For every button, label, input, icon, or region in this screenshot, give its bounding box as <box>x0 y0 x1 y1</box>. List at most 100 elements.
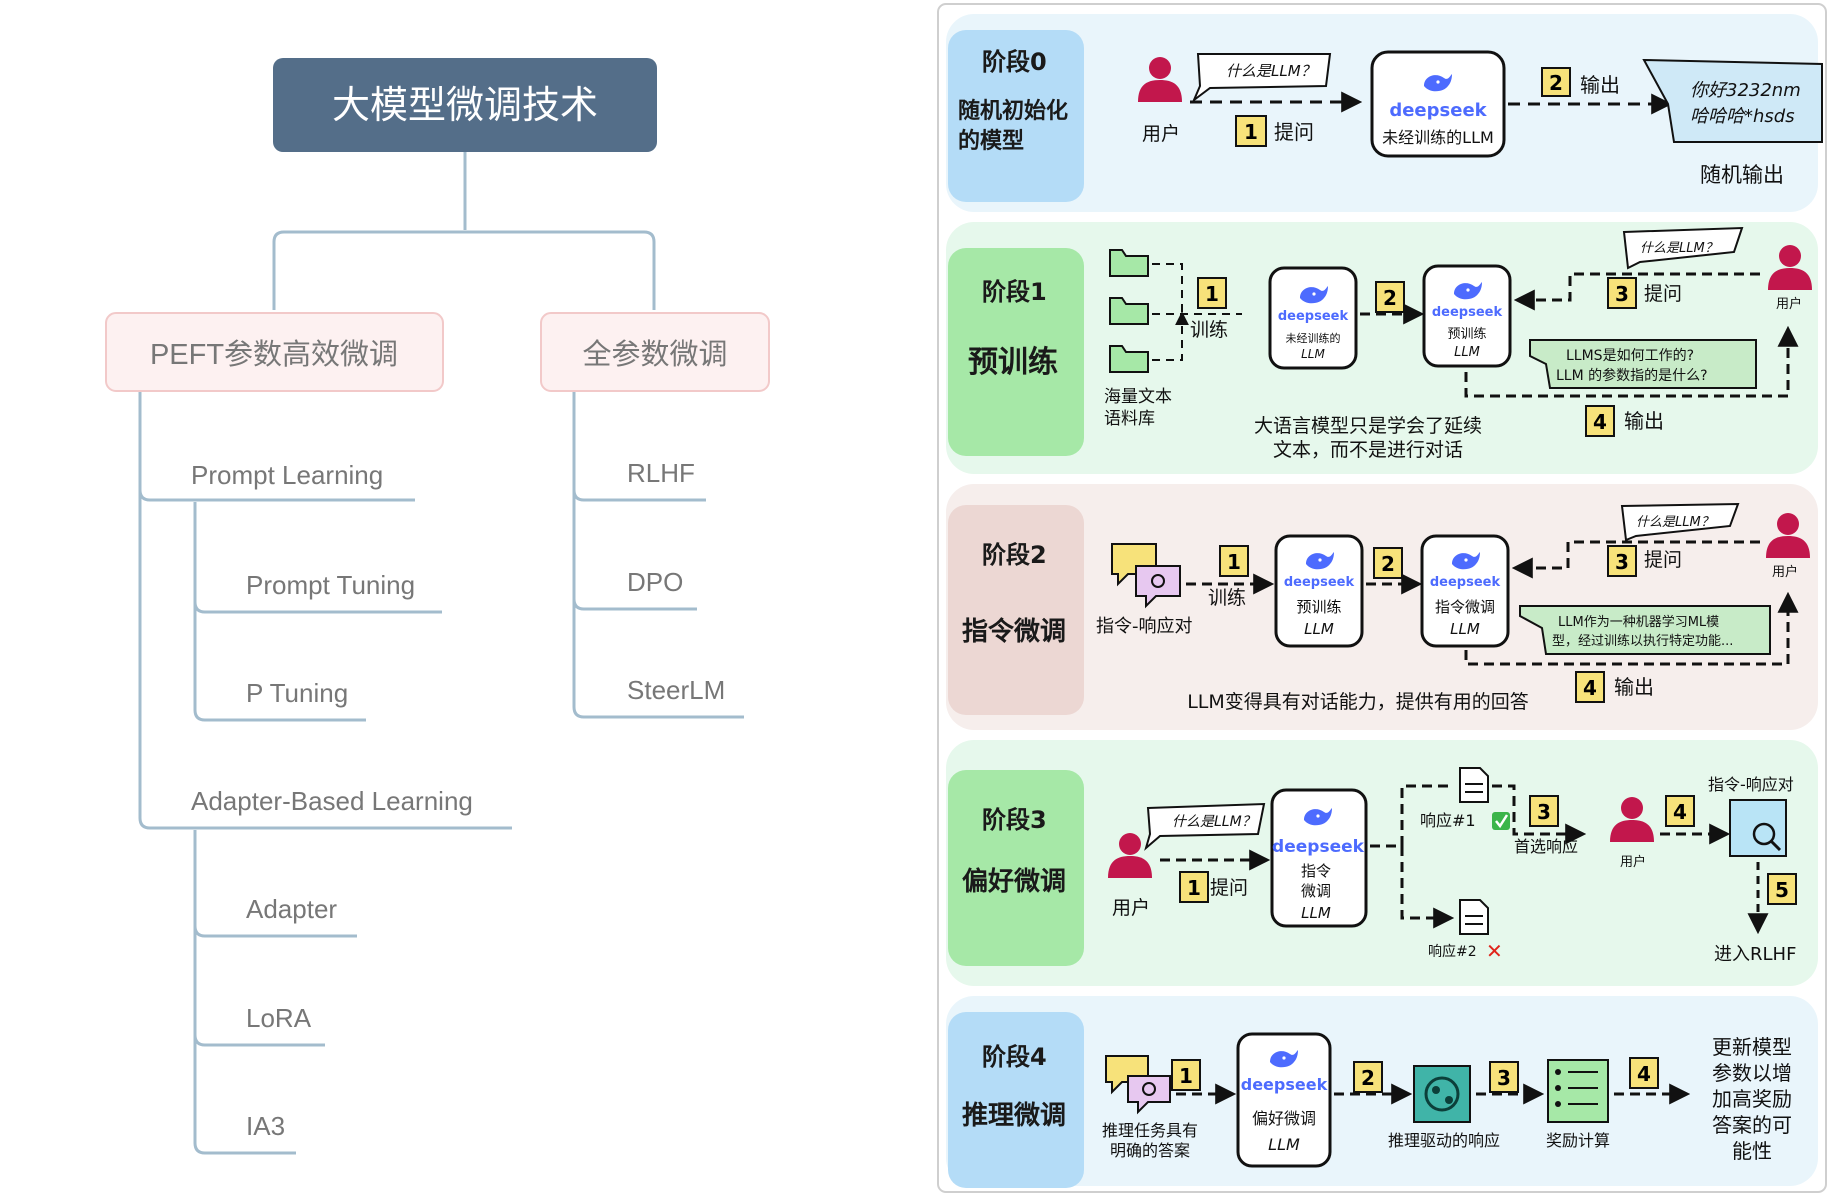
stage1-label-box <box>948 248 1084 456</box>
stage1-content: 海量文本 语料库 1 训练 deepseek 未经训练的 LLM 2 deeps… <box>1104 226 1812 461</box>
stage1-llm-a-line1: 未经训练的 <box>1286 331 1341 345</box>
stage4-llm-line1: 偏好微调 <box>1252 1109 1316 1128</box>
tree-branch-peft-label: PEFT参数高效微调 <box>150 338 398 371</box>
stage2-bg <box>946 484 1818 730</box>
stage4-label-box <box>948 1012 1084 1188</box>
stage1-step4-number: 4 <box>1593 410 1607 434</box>
stage0-bubble-text: 什么是LLM？ <box>1226 62 1316 80</box>
stage4-step2-number: 2 <box>1361 1066 1375 1090</box>
stage2-user-label: 用户 <box>1772 564 1798 580</box>
tree-node-prompt-learning: Prompt Learning <box>191 460 383 490</box>
stage1-llm-b-box <box>1422 264 1512 368</box>
stage1-brand-b: deepseek <box>1432 305 1503 320</box>
stage1-step1-number: 1 <box>1205 282 1219 306</box>
check-icon <box>1492 812 1510 830</box>
stage1-ask-label: 提问 <box>1644 283 1682 305</box>
stage1-question-1: LLMS是如何工作的? <box>1566 348 1694 364</box>
stage2-subtitle: 指令微调 <box>962 616 1066 647</box>
stage0-llm-box <box>1370 50 1506 158</box>
chat-bubbles-icon <box>1111 543 1181 609</box>
stage4-task-2: 明确的答案 <box>1110 1141 1190 1160</box>
stage1-step2-number: 2 <box>1383 286 1397 310</box>
stage4-update-4: 答案的可 <box>1712 1113 1792 1137</box>
stage2-step1-number: 1 <box>1227 550 1241 574</box>
stage1-question-2: LLM 的参数指的是什么? <box>1556 367 1708 384</box>
stage3-resp2-label: 响应#2 <box>1428 943 1477 960</box>
tree-node-adapter: Adapter <box>246 894 337 924</box>
stage3-bg <box>946 740 1818 986</box>
stage0-random-output: 随机输出 <box>1700 163 1784 187</box>
stage1-brand-a: deepseek <box>1278 309 1349 324</box>
stage2-title: 阶段2 <box>982 541 1047 569</box>
stage0-step1-number: 1 <box>1244 120 1258 144</box>
stage1-subtitle: 预训练 <box>968 345 1058 380</box>
stage3-llm-line3: LLM <box>1301 904 1331 922</box>
stage0-subtitle-2: 的模型 <box>958 128 1024 154</box>
tree-node-ia3: IA3 <box>246 1111 285 1141</box>
stage2-llm-b-line2: LLM <box>1450 620 1480 638</box>
tree-node-p-tuning: P Tuning <box>246 678 348 708</box>
stage4-subtitle: 推理微调 <box>962 1100 1066 1131</box>
stage1-caption-1: 大语言模型只是学会了延续 <box>1254 415 1482 437</box>
stage2-llm-a-line1: 预训练 <box>1296 598 1341 616</box>
stage3-subtitle: 偏好微调 <box>962 866 1066 897</box>
stage2-pairs-label: 指令-响应对 <box>1096 616 1193 637</box>
cross-icon: ✕ <box>1486 939 1503 963</box>
tree-branch-peft <box>105 312 444 392</box>
stage1-llm-b-line2: LLM <box>1454 345 1480 360</box>
stage0-title: 阶段0 <box>982 48 1047 76</box>
stage0-subtitle-1: 随机初始化 <box>958 98 1068 124</box>
speech-bubble-icon <box>1191 53 1332 104</box>
stage3-user2-label: 用户 <box>1620 854 1646 870</box>
stage2-ask-label: 提问 <box>1644 549 1682 571</box>
stage1-caption-2: 文本，而不是进行对话 <box>1273 439 1463 461</box>
stage3-llm-line2: 微调 <box>1301 882 1331 900</box>
folder-icon <box>1109 249 1149 373</box>
stage1-step3-number: 3 <box>1615 282 1629 306</box>
stage3-llm-line1: 指令 <box>1301 862 1331 880</box>
stage4-update-3: 加高奖励 <box>1712 1087 1792 1111</box>
stage4-task-1: 推理任务具有 <box>1102 1121 1198 1140</box>
tree-node-lora: LoRA <box>246 1003 312 1033</box>
stage2-label-box <box>948 505 1084 715</box>
stage0-output-line1: 你好3232nm <box>1690 80 1801 101</box>
tree-node-prompt-tuning: Prompt Tuning <box>246 570 415 600</box>
brain-icon <box>1413 1065 1471 1123</box>
stage1-bubble-text: 什么是LLM？ <box>1640 241 1718 256</box>
tree-node-adapter-based: Adapter-Based Learning <box>191 786 473 816</box>
stage1-corpus-2: 语料库 <box>1104 409 1155 429</box>
stage3-bubble-text: 什么是LLM？ <box>1172 814 1256 830</box>
stage4-update-5: 能性 <box>1732 1139 1772 1163</box>
stage1-train-label: 训练 <box>1190 319 1228 341</box>
stage1-llm-a-line2: LLM <box>1301 347 1325 361</box>
stage2-brand-a: deepseek <box>1284 575 1355 590</box>
stage0-output-line2: 哈哈哈*hsds <box>1690 106 1795 127</box>
stage3-label-box <box>948 770 1084 966</box>
stage3-rlhf-label: 进入RLHF <box>1714 944 1796 965</box>
stage4-update-1: 更新模型 <box>1712 1035 1792 1059</box>
stage4-step4-number: 4 <box>1637 1062 1651 1086</box>
tree-branch-full <box>540 312 770 392</box>
tree-node-dpo: DPO <box>627 567 683 597</box>
tree-root-label: 大模型微调技术 <box>332 83 598 127</box>
stage1-llm-a-box <box>1268 266 1358 370</box>
stage2-brand-b: deepseek <box>1430 575 1501 590</box>
stage2-llm-a-line2: LLM <box>1304 620 1334 638</box>
stage0-step1-label: 提问 <box>1274 120 1314 144</box>
stage0-output-box <box>1642 58 1823 143</box>
stage4-title: 阶段4 <box>982 1043 1047 1071</box>
stage0-user-label: 用户 <box>1142 123 1180 145</box>
stage0-llm-label: 未经训练的LLM <box>1382 128 1494 147</box>
stage2-bubble-text: 什么是LLM？ <box>1636 515 1714 530</box>
stage2-step4-number: 4 <box>1583 676 1597 700</box>
tree-diagram <box>138 150 744 1155</box>
stage3-brand: deepseek <box>1272 837 1365 857</box>
stage3-step5-number: 5 <box>1775 878 1789 902</box>
tree-root-node <box>273 58 657 152</box>
stage4-update-2: 参数以增 <box>1712 1061 1792 1085</box>
stage2-answer-2: 型，经过训练以执行特定功能... <box>1552 634 1733 649</box>
stage4-step3-number: 3 <box>1497 1066 1511 1090</box>
tree-branch-full-label: 全参数微调 <box>582 338 727 371</box>
stage1-user-label: 用户 <box>1776 296 1802 312</box>
stage2-step3-number: 3 <box>1615 550 1629 574</box>
